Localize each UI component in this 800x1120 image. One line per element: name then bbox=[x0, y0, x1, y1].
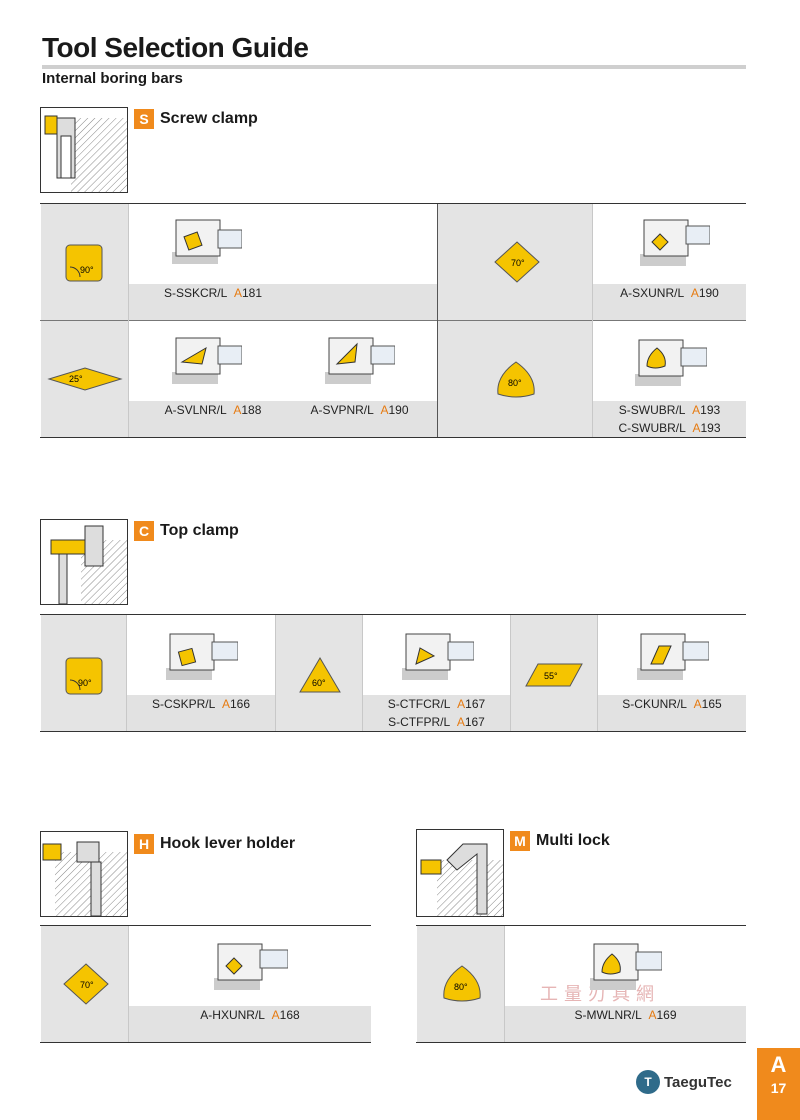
screw-clamp-badge: S bbox=[134, 109, 154, 129]
tool-drawing bbox=[172, 216, 243, 271]
code-line: S-CTFPR/L A167 bbox=[388, 715, 485, 729]
top-clamp-heading: C Top clamp bbox=[134, 521, 239, 541]
svg-text:70°: 70° bbox=[511, 258, 525, 268]
top-clamp-title: Top clamp bbox=[160, 522, 239, 539]
multi-lock-badge: M bbox=[510, 831, 530, 851]
code-line: A-SXUNR/L A190 bbox=[620, 286, 719, 300]
taegutec-logo-icon: T bbox=[636, 1070, 660, 1094]
svg-text:90°: 90° bbox=[78, 678, 92, 688]
svg-text:60°: 60° bbox=[312, 678, 326, 688]
hook-lever-title: Hook lever holder bbox=[160, 835, 296, 852]
insert-rhombic-70-icon: 70° bbox=[62, 962, 110, 1011]
screw-clamp-title: Screw clamp bbox=[160, 110, 258, 127]
hook-lever-badge: H bbox=[134, 834, 154, 854]
insert-diamond-25-icon: 25° bbox=[47, 366, 123, 397]
svg-text:55°: 55° bbox=[544, 671, 558, 681]
tool-drawing bbox=[402, 630, 475, 687]
section-letter: A bbox=[770, 1052, 787, 1077]
code-line: S-CTFCR/L A167 bbox=[387, 697, 486, 711]
brand-name: TaeguTec bbox=[664, 1073, 732, 1091]
tool-drawing bbox=[166, 630, 239, 687]
tool-drawing bbox=[590, 940, 663, 997]
insert-trigon-80-icon: 80° bbox=[440, 964, 484, 1009]
svg-text:70°: 70° bbox=[80, 980, 94, 990]
insert-square-90-icon: 90° bbox=[64, 656, 104, 701]
multi-lock-title: Multi lock bbox=[536, 832, 610, 849]
tool-drawing bbox=[172, 334, 243, 391]
insert-trigon-80-icon: 80° bbox=[494, 360, 538, 405]
multi-lock-heading: M Multi lock bbox=[510, 831, 610, 851]
tool-drawing bbox=[637, 630, 710, 687]
page-title: Tool Selection Guide bbox=[42, 32, 309, 63]
hook-lever-diagram bbox=[40, 831, 128, 917]
top-clamp-diagram bbox=[40, 519, 128, 605]
insert-triangle-60-icon: 60° bbox=[298, 656, 342, 701]
code-line: S-SWUBR/L A193 bbox=[618, 403, 721, 417]
brand-logo: T TaeguTec bbox=[636, 1070, 732, 1094]
code-line: S-CKUNR/L A165 bbox=[622, 697, 722, 711]
svg-text:80°: 80° bbox=[454, 982, 468, 992]
insert-rhombic-70-icon: 70° bbox=[493, 240, 541, 289]
svg-text:80°: 80° bbox=[508, 378, 522, 388]
code-line: S-SSKCR/L A181 bbox=[163, 286, 263, 300]
code-line: A-SVLNR/L A188 bbox=[164, 403, 262, 417]
page-tab: A 17 bbox=[757, 1048, 800, 1120]
hook-lever-heading: H Hook lever holder bbox=[134, 834, 295, 854]
tool-drawing bbox=[640, 216, 711, 273]
code-line: A-HXUNR/L A168 bbox=[200, 1008, 300, 1022]
code-line: S-CSKPR/L A166 bbox=[151, 697, 251, 711]
code-line: S-MWLNR/L A169 bbox=[574, 1008, 677, 1022]
tool-drawing bbox=[325, 334, 396, 391]
insert-rhombic-55-icon: 55° bbox=[522, 660, 586, 695]
page-number: 17 bbox=[770, 1080, 787, 1096]
insert-square-90-icon: 90° bbox=[64, 243, 104, 288]
svg-text:25°: 25° bbox=[69, 374, 83, 384]
title-rule bbox=[42, 65, 746, 69]
page-subtitle: Internal boring bars bbox=[42, 70, 183, 87]
angle-label: 90° bbox=[80, 265, 94, 275]
code-line: A-SVPNR/L A190 bbox=[310, 403, 409, 417]
screw-clamp-heading: S Screw clamp bbox=[134, 109, 258, 129]
tool-drawing bbox=[214, 940, 289, 997]
screw-clamp-diagram bbox=[40, 107, 128, 193]
code-line: C-SWUBR/L A193 bbox=[618, 421, 721, 435]
tool-drawing bbox=[635, 336, 708, 393]
top-clamp-badge: C bbox=[134, 521, 154, 541]
multi-lock-diagram bbox=[416, 829, 504, 917]
